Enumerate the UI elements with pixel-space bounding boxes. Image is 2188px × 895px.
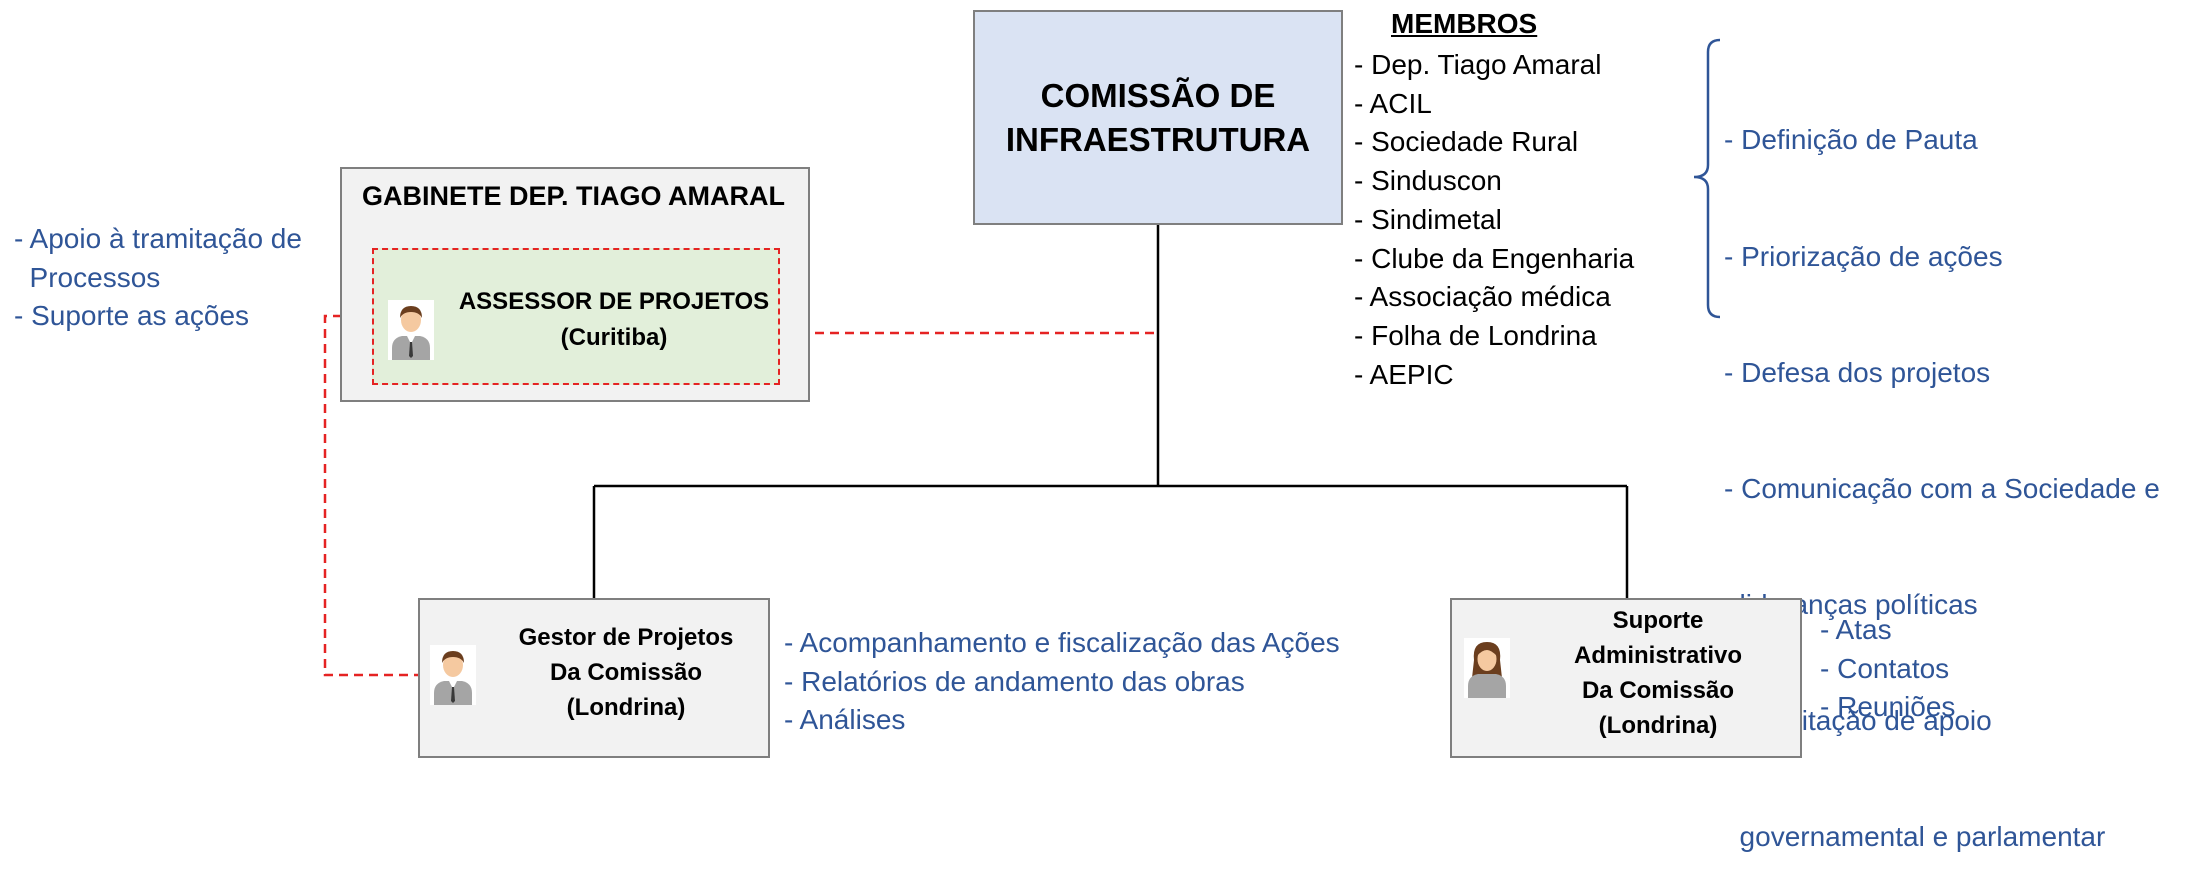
gestor-line2: Da Comissão: [549, 659, 703, 686]
membro-item: - AEPIC: [1354, 358, 1454, 390]
assessor-task-item: Processos: [14, 261, 161, 293]
responsabilidade-item: - Comunicação com a Sociedade e: [1724, 472, 2160, 504]
assessor-task-item: - Apoio à tramitação de: [14, 223, 302, 254]
suporte-tasks-list: - Atas - Contatos - Reuniões: [1820, 611, 1955, 727]
membro-item: - Sociedade Rural: [1354, 126, 1579, 158]
assessor-location: (Curitiba): [560, 324, 668, 351]
membros-title: MEMBROS: [1391, 8, 1538, 39]
suporte-task-item: - Reuniões: [1820, 691, 1956, 723]
gestor-label: Gestor de Projetos Da Comissão (Londrina…: [490, 620, 762, 725]
membro-item: - Sinduscon: [1354, 165, 1502, 197]
responsabilidade-item: - Defesa dos projetos: [1724, 356, 1991, 388]
responsabilidade-item: governamental e parlamentar: [1724, 821, 2106, 853]
gestor-task-item: - Relatórios de andamento das obras: [784, 665, 1245, 697]
male-person-icon: [388, 300, 434, 360]
membro-item: - Folha de Londrina: [1354, 319, 1597, 351]
suporte-task-item: - Contatos: [1820, 652, 1950, 684]
gestor-task-item: - Acompanhamento e fiscalização das Açõe…: [784, 627, 1340, 658]
assessor-box: ASSESSOR DE PROJETOS (Curitiba): [372, 248, 780, 385]
membro-item: - Sindimetal: [1354, 203, 1502, 235]
membros-list: - Dep. Tiago Amaral - ACIL - Sociedade R…: [1354, 46, 1634, 394]
brace-icon: [1693, 38, 1721, 319]
suporte-line2: Administrativo: [1573, 642, 1743, 669]
assessor-title: ASSESSOR DE PROJETOS: [458, 288, 770, 315]
membro-item: - ACIL: [1354, 87, 1432, 119]
responsabilidades-list: - Definição de Pauta - Priorização de aç…: [1724, 44, 2160, 895]
gabinete-title: GABINETE DEP. TIAGO AMARAL: [362, 181, 786, 211]
suporte-box: Suporte Administrativo Da Comissão (Lond…: [1450, 598, 1802, 758]
membro-item: - Dep. Tiago Amaral: [1354, 49, 1602, 80]
responsabilidade-item: - Definição de Pauta: [1724, 124, 1978, 156]
gestor-task-item: - Análises: [784, 704, 906, 736]
comissao-box: COMISSÃO DE INFRAESTRUTURA: [973, 10, 1343, 225]
gestor-line1: Gestor de Projetos: [518, 624, 734, 651]
suporte-line4: (Londrina): [1598, 712, 1718, 739]
suporte-line1: Suporte: [1612, 607, 1704, 634]
male-person-icon: [430, 645, 476, 705]
female-person-icon: [1464, 638, 1510, 698]
suporte-label: Suporte Administrativo Da Comissão (Lond…: [1522, 603, 1794, 743]
gestor-line3: (Londrina): [566, 694, 686, 721]
assessor-label: ASSESSOR DE PROJETOS (Curitiba): [449, 284, 779, 356]
membro-item: - Clube da Engenharia: [1354, 242, 1635, 274]
gestor-tasks-list: - Acompanhamento e fiscalização das Açõe…: [784, 624, 1340, 740]
suporte-task-item: - Atas: [1820, 614, 1892, 645]
membro-item: - Associação médica: [1354, 281, 1611, 313]
comissao-title-line2: INFRAESTRUTURA: [1005, 120, 1311, 158]
comissao-title-line1: COMISSÃO DE: [1040, 76, 1276, 114]
assessor-tasks-list: - Apoio à tramitação de Processos - Supo…: [14, 220, 302, 336]
responsabilidade-item: - Priorização de ações: [1724, 240, 2003, 272]
suporte-line3: Da Comissão: [1581, 677, 1735, 704]
assessor-task-item: - Suporte as ações: [14, 300, 250, 332]
gestor-box: Gestor de Projetos Da Comissão (Londrina…: [418, 598, 770, 758]
